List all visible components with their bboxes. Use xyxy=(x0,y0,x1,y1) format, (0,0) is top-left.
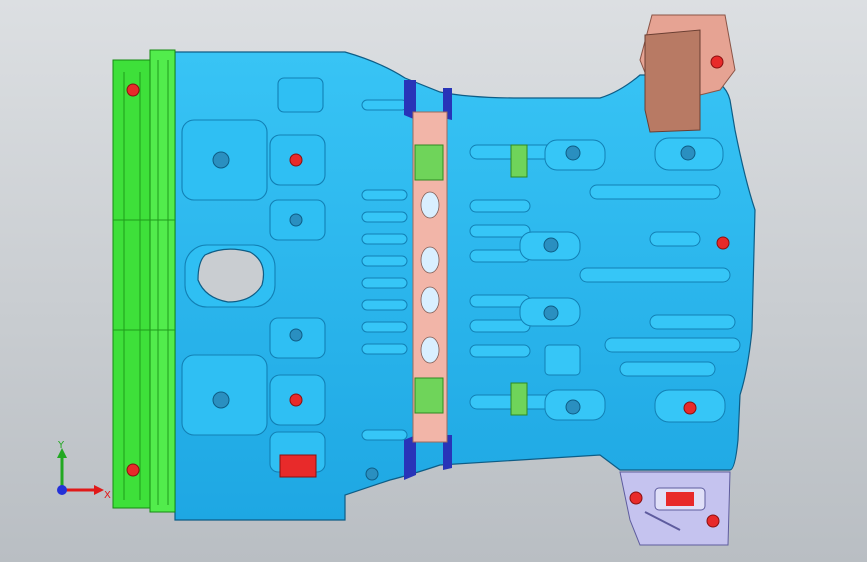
triad-x-arrow-icon xyxy=(94,485,104,495)
bracket-upper-mid[interactable] xyxy=(510,144,528,178)
triad-z-axis-icon xyxy=(57,485,67,495)
rear-left-plate[interactable] xyxy=(619,471,731,546)
coordinate-triad: Y X xyxy=(57,440,111,501)
rear-right-bracket[interactable] xyxy=(639,14,736,133)
bracket-lower-mid[interactable] xyxy=(510,382,528,416)
red-pad xyxy=(279,454,317,478)
triad-x-label: X xyxy=(104,490,111,501)
tunnel-ribs xyxy=(361,99,408,441)
rear-floor-ribs xyxy=(469,137,741,423)
center-crossmember[interactable] xyxy=(412,111,448,443)
fastener-holes xyxy=(126,55,730,528)
floor-opening xyxy=(197,248,265,303)
triad-y-arrow-icon xyxy=(57,448,67,458)
front-crossmember-rail[interactable] xyxy=(112,49,176,513)
tunnel-reinforcement xyxy=(404,80,452,480)
triad-y-label: Y xyxy=(57,440,65,451)
